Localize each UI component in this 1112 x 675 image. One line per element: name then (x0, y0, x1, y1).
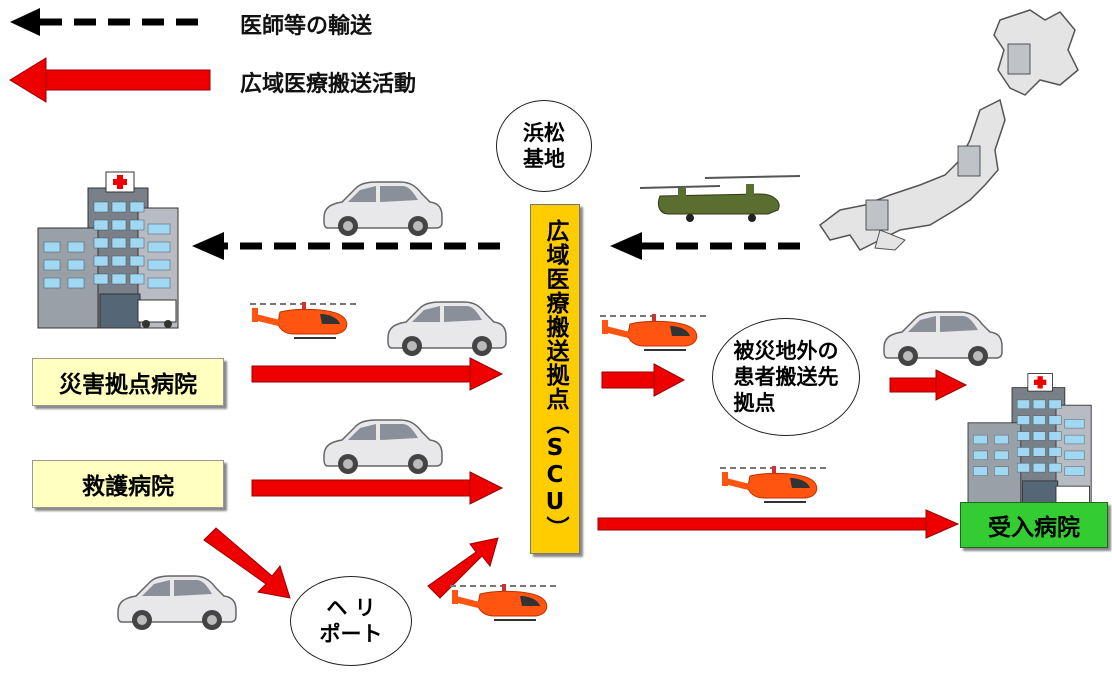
receiving-hospital-box: 受入病院 (960, 502, 1108, 548)
legend-red-arrow (9, 57, 211, 103)
legend-dashed-label: 医師等の輸送 (240, 14, 373, 39)
heliport-label: ヘ リ ポート (319, 595, 383, 646)
car-icon (323, 419, 443, 475)
helicopter-icon (449, 583, 561, 621)
outside-base-label: 被災地外の 患者搬送先 拠点 (733, 338, 839, 416)
red-arrow-rescue-to-scu (251, 471, 504, 505)
dashed-arrow-from-japan (610, 232, 800, 260)
chinook-helicopter-icon (639, 175, 801, 222)
car-icon (323, 181, 443, 237)
helicopter-icon (719, 465, 831, 503)
red-arrow-outside-base-to-hospital (889, 369, 968, 401)
heliport-node: ヘ リ ポート (290, 576, 412, 666)
helicopter-icon (599, 313, 711, 351)
red-arrow-rescue-to-heliport (203, 527, 291, 599)
legend-dashed-arrow (10, 8, 205, 36)
red-arrow-heliport-to-scu (427, 537, 499, 599)
scu-node: 広域医療搬送拠点（SCU） (530, 204, 580, 554)
hospital-building-icon (37, 171, 179, 329)
red-arrow-scu-to-receiving-hospital (597, 509, 960, 539)
japan-map-icon (818, 9, 1079, 251)
outside-base-node: 被災地外の 患者搬送先 拠点 (712, 318, 860, 436)
car-icon (117, 575, 237, 631)
car-icon (883, 311, 1003, 367)
hamamatsu-base-label: 浜松 基地 (523, 120, 565, 171)
hamamatsu-base-node: 浜松 基地 (496, 100, 592, 192)
hospital-building-icon (967, 373, 1092, 512)
red-arrow-disaster-to-scu (251, 357, 504, 391)
disaster-hospital-box: 災害拠点病院 (32, 358, 224, 406)
red-arrow-scu-to-outside-base (601, 363, 686, 397)
car-icon (387, 301, 507, 357)
legend-solid-label: 広域医療搬送活動 (240, 72, 417, 97)
helicopter-icon (249, 301, 361, 339)
dashed-arrow-to-left-hospital (192, 232, 500, 260)
rescue-hospital-box: 救護病院 (32, 460, 224, 508)
